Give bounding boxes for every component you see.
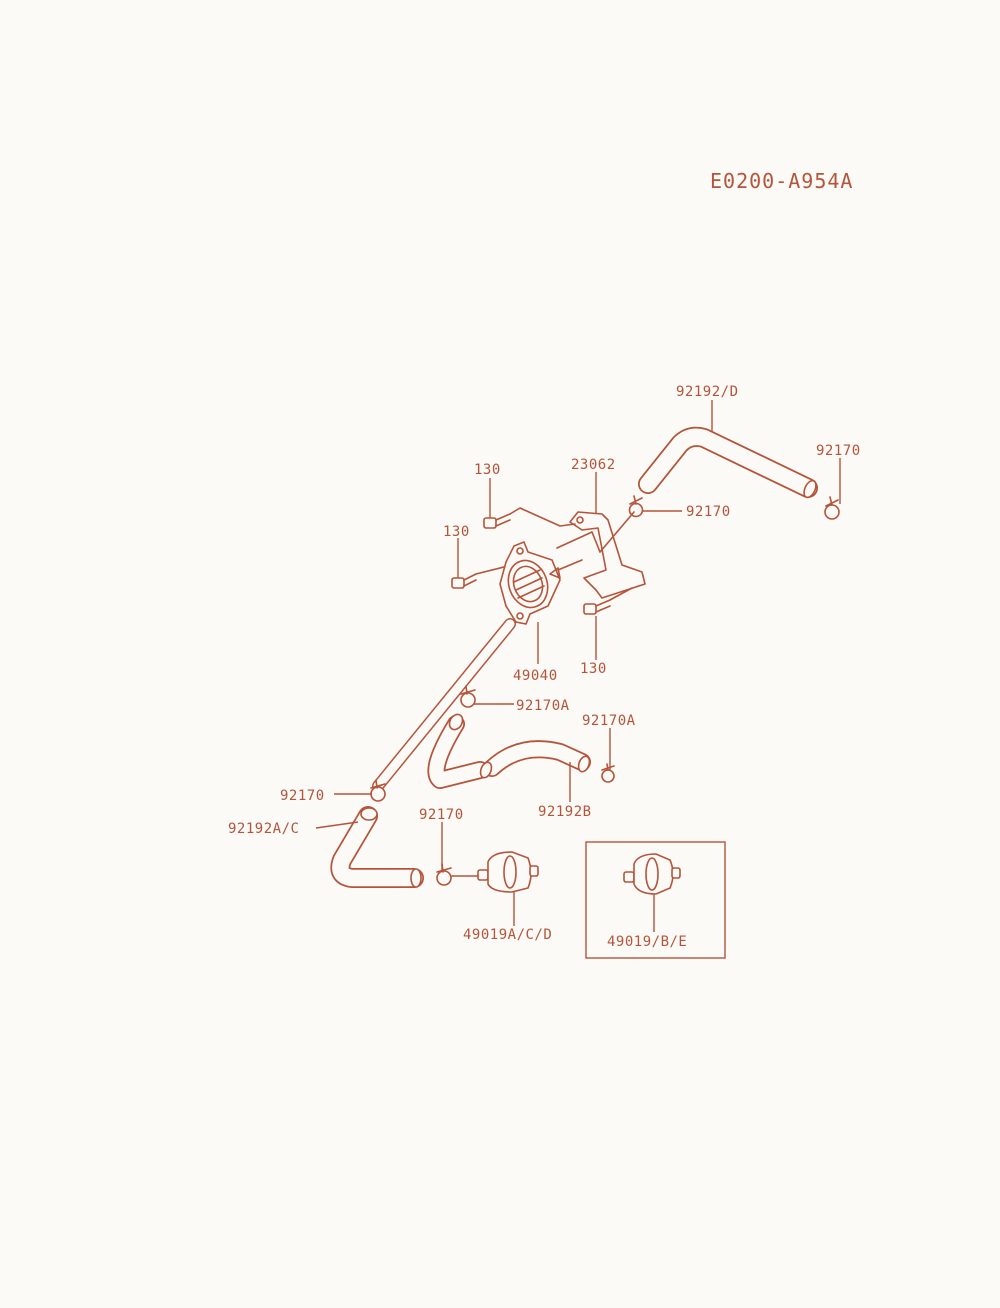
bracket-23062[interactable] <box>569 511 646 599</box>
label-49040: 49040 <box>513 668 558 684</box>
label-92170-top-mid: 92170 <box>686 504 731 520</box>
label-92170-left: 92170 <box>280 788 325 804</box>
diagram-code: E0200-A954A <box>710 169 853 193</box>
inset-box <box>585 841 726 959</box>
fuel-filter-49019-be[interactable] <box>623 853 681 895</box>
clamp-92170-bottom[interactable] <box>436 863 452 886</box>
fuel-pump-49040[interactable] <box>499 540 561 625</box>
bolt-130-right[interactable] <box>583 599 611 615</box>
label-92192b: 92192B <box>538 804 592 820</box>
label-49019-be: 49019/B/E <box>607 934 687 950</box>
hose-92192-ac[interactable] <box>330 806 424 888</box>
label-23062: 23062 <box>571 457 616 473</box>
label-130-right: 130 <box>580 661 607 677</box>
label-92192a-c: 92192A/C <box>228 821 299 837</box>
label-130-top: 130 <box>474 462 501 478</box>
label-130-left: 130 <box>443 524 470 540</box>
hose-pump-to-lower[interactable] <box>372 618 516 792</box>
label-92192-d: 92192/D <box>676 384 739 400</box>
leader-lines <box>315 400 841 932</box>
hose-92192-d[interactable] <box>638 426 818 499</box>
bolt-130-left[interactable] <box>451 573 477 589</box>
hose-92192-b[interactable] <box>427 712 591 789</box>
label-92170a-mid: 92170A <box>516 698 570 714</box>
clamp-92170a-right[interactable] <box>601 763 615 783</box>
label-92170-bottom: 92170 <box>419 807 464 823</box>
clamp-92170-left[interactable] <box>370 779 386 802</box>
bolt-130-top[interactable] <box>483 513 511 529</box>
clamp-92170-top-mid[interactable] <box>628 495 644 518</box>
label-92170a-right: 92170A <box>582 713 636 729</box>
clamp-92170-top-right[interactable] <box>824 496 840 520</box>
label-49019-acd: 49019A/C/D <box>463 927 552 943</box>
label-92170-top-right: 92170 <box>816 443 861 459</box>
fuel-filter-49019-acd[interactable] <box>451 851 539 893</box>
clamp-92170a-mid[interactable] <box>460 685 476 708</box>
